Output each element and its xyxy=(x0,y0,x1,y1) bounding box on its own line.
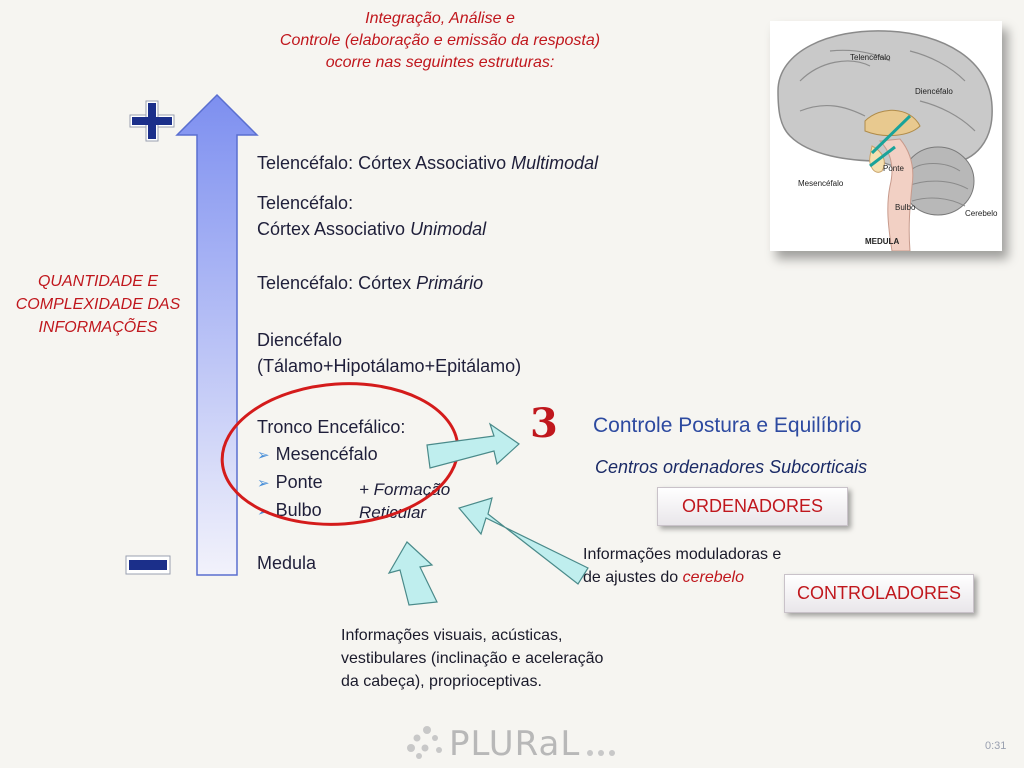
info-mod-prefix: de ajustes do xyxy=(583,569,683,586)
title-line-2: Controle (elaboração e emissão da respos… xyxy=(279,32,601,49)
brain-illustration: Telencéfalo Diencéfalo Ponte Mesencéfalo… xyxy=(770,21,1002,252)
arrow-to-controle-icon xyxy=(426,422,520,469)
slide-title: Integração, Análise e Controle (elaboraç… xyxy=(230,8,650,74)
tronco-item-label: Mesencéfalo xyxy=(275,444,378,464)
slide-timestamp: 0:31 xyxy=(985,740,1007,752)
brain-label-cerebelo: Cerebelo xyxy=(965,209,998,218)
level-primario: Telencéfalo: Córtex Primário xyxy=(257,270,483,296)
logo-trailing-dots-icon xyxy=(587,750,615,756)
level-multimodal-prefix: Telencéfalo: Córtex Associativo xyxy=(257,153,512,173)
arrow-from-cerebelo-icon xyxy=(457,497,589,585)
tronco-item-label: Bulbo xyxy=(275,500,322,520)
quantity-complexity-label: QUANTIDADE E COMPLEXIDADE DAS INFORMAÇÕE… xyxy=(0,270,196,339)
title-line-1: Integração, Análise e xyxy=(365,10,515,27)
level-unimodal-line-1: Telencéfalo: xyxy=(257,193,354,213)
side-label-line-2: COMPLEXIDADE DAS xyxy=(15,296,181,313)
ordenadores-box: ORDENADORES xyxy=(657,487,848,526)
controle-number: 3 xyxy=(530,400,558,447)
controladores-box: CONTROLADORES xyxy=(784,574,974,613)
title-line-3: ocorre nas seguintes estruturas: xyxy=(325,54,555,71)
upward-arrow-icon xyxy=(175,93,259,576)
level-multimodal-em: Multimodal xyxy=(511,153,599,173)
level-medula: Medula xyxy=(257,550,316,576)
plural-logo: PLURaL xyxy=(405,720,625,764)
bullet-arrow-icon: ➢ xyxy=(257,475,270,492)
complexity-scale xyxy=(125,93,259,576)
formacao-line-1: + Formação xyxy=(359,480,451,499)
logo-dots-icon xyxy=(407,726,442,759)
tronco-item-label: Ponte xyxy=(275,472,323,492)
centros-ordenadores: Centros ordenadores Subcorticais xyxy=(595,457,868,477)
level-unimodal-prefix: Córtex Associativo xyxy=(257,219,411,239)
formacao-reticular: + Formação Reticular xyxy=(359,478,450,524)
info-sens-line-1: Informações visuais, acústicas, xyxy=(341,627,563,644)
level-diencefalo-line-1: Diencéfalo xyxy=(257,330,343,350)
brain-label-bulbo: Bulbo xyxy=(895,203,916,212)
brain-label-medula: MEDULA xyxy=(865,237,900,246)
brain-label-telencefalo: Telencéfalo xyxy=(850,53,891,62)
info-moduladoras: Informações moduladoras e de ajustes do … xyxy=(583,543,823,589)
bullet-arrow-icon: ➢ xyxy=(257,503,270,520)
info-sensoriais: Informações visuais, acústicas, vestibul… xyxy=(341,624,651,693)
brain-label-ponte: Ponte xyxy=(883,164,904,173)
level-primario-prefix: Telencéfalo: Córtex xyxy=(257,273,417,293)
level-medula-label: Medula xyxy=(257,553,317,573)
level-diencefalo-line-2: (Tálamo+Hipotálamo+Epitálamo) xyxy=(257,356,522,376)
info-mod-line-1: Informações moduladoras e xyxy=(583,546,782,563)
formacao-line-2: Reticular xyxy=(359,503,427,522)
info-sens-line-3: da cabeça), proprioceptivas. xyxy=(341,673,542,690)
logo-text: PLURaL xyxy=(449,724,581,764)
level-primario-em: Primário xyxy=(416,273,484,293)
minus-icon xyxy=(125,555,171,575)
brain-drawing xyxy=(777,30,993,252)
tronco-title: Tronco Encefálico: xyxy=(257,417,406,437)
level-unimodal: Telencéfalo: Córtex Associativo Unimodal xyxy=(257,190,486,242)
info-mod-cerebelo: cerebelo xyxy=(682,569,744,586)
controle-title: Controle Postura e Equilíbrio xyxy=(593,414,862,437)
info-sens-line-2: vestibulares (inclinação e aceleração xyxy=(341,650,604,667)
side-label-line-3: INFORMAÇÕES xyxy=(38,319,158,336)
brain-label-diencefalo: Diencéfalo xyxy=(915,87,953,96)
arrow-from-sensory-icon xyxy=(387,541,438,606)
level-unimodal-em: Unimodal xyxy=(410,219,487,239)
bullet-arrow-icon: ➢ xyxy=(257,447,270,464)
level-diencefalo: Diencéfalo (Tálamo+Hipotálamo+Epitálamo) xyxy=(257,327,521,379)
side-label-line-1: QUANTIDADE E xyxy=(37,273,158,290)
brain-label-mesencefalo: Mesencéfalo xyxy=(798,179,844,188)
plus-icon xyxy=(129,100,175,142)
tronco-item: ➢ Mesencéfalo xyxy=(257,441,405,469)
level-multimodal: Telencéfalo: Córtex Associativo Multimod… xyxy=(257,150,598,176)
